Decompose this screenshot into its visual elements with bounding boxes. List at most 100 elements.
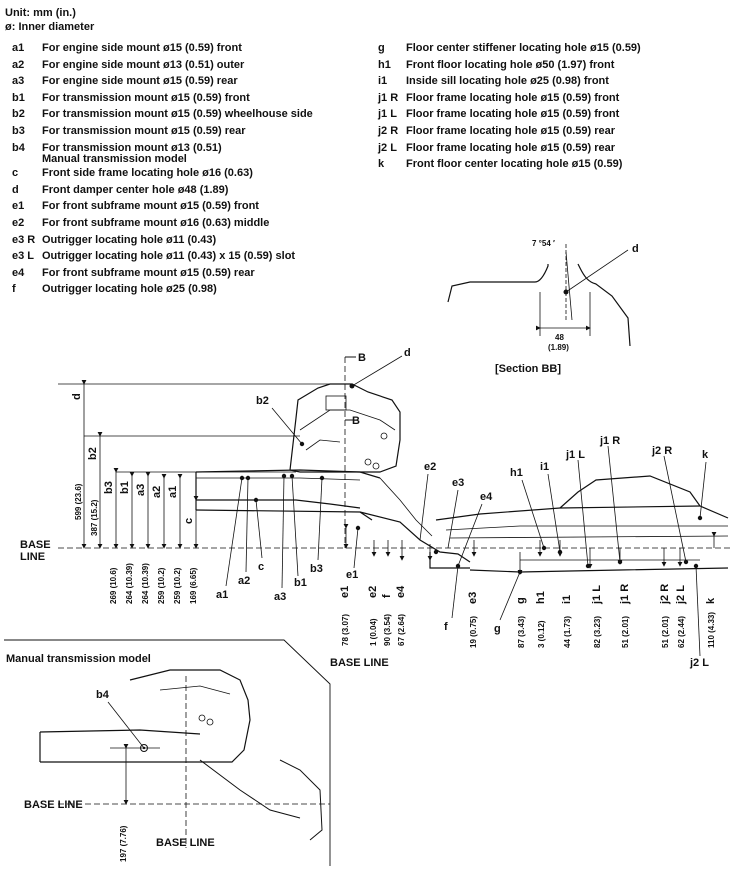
dimension-label: h1 xyxy=(535,591,547,604)
legend-code: a2 xyxy=(12,58,25,71)
dimension-label: j2 R xyxy=(659,584,671,605)
callout-label: b2 xyxy=(256,395,269,407)
legend-text: For front subframe mount ø15 (0.59) rear xyxy=(42,266,255,279)
dimension-label: 51 (2.01) xyxy=(621,616,630,648)
callout-label: a3 xyxy=(274,591,286,603)
legend-code: k xyxy=(378,158,385,171)
dimension-label: 82 (3.23) xyxy=(593,616,602,648)
dimension-label: b1 xyxy=(119,481,131,494)
legend-code: e3 L xyxy=(12,250,35,263)
legend-code: e1 xyxy=(12,200,25,213)
dimension-label: 1 (0.04) xyxy=(369,618,378,646)
callout-label: e1 xyxy=(346,569,358,581)
dimension-label: d xyxy=(71,393,83,400)
dimension-labels: 599 (23.6) 387 (15.2) d b2 b3 b1 a3 a2 a1 c 269 (1… xyxy=(71,393,717,648)
base-line-label-2: LINE xyxy=(20,551,45,563)
legend-code: h1 xyxy=(378,58,391,71)
section-width-mm: 48 xyxy=(555,333,564,342)
legend-code: j1 L xyxy=(378,108,397,121)
callout-label: f xyxy=(444,621,448,633)
legend-text: For transmission mount ø15 (0.59) wheelh… xyxy=(42,108,313,121)
legend-text: Front damper center hole ø48 (1.89) xyxy=(42,183,229,196)
legend-row: f Outrigger locating hole ø25 (0.98) xyxy=(12,281,313,298)
legend-text: Outrigger locating hole ø25 (0.98) xyxy=(42,283,217,296)
callout-label: k xyxy=(702,449,709,461)
callout-label: e2 xyxy=(424,461,436,473)
legend-text: Front floor locating hole ø50 (1.97) fro… xyxy=(406,58,615,71)
dimension-label: 169 (6.65) xyxy=(189,567,198,604)
manual-base-line-left: BASE LINE xyxy=(24,799,83,811)
dimension-label: 19 (0.75) xyxy=(469,616,478,648)
dimension-label: e2 xyxy=(367,586,379,598)
legend-text: Front floor center locating hole ø15 (0.… xyxy=(406,158,623,171)
legend-text: For front subframe mount ø16 (0.63) midd… xyxy=(42,216,270,229)
legend-code: a3 xyxy=(12,75,25,88)
dimension-label: 387 (15.2) xyxy=(90,499,99,536)
callout-label: a1 xyxy=(216,589,228,601)
legend-code: d xyxy=(12,183,19,196)
legend-code: b3 xyxy=(12,124,25,137)
dimension-label: e4 xyxy=(395,585,407,598)
legend-code: i1 xyxy=(378,75,388,88)
base-line-label-1: BASE xyxy=(20,539,51,551)
unit-header: Unit: mm (in.) ø: Inner diameter xyxy=(5,6,94,34)
inner-diameter-note: ø: Inner diameter xyxy=(5,21,95,33)
dimension-label: c xyxy=(183,518,195,524)
section-angle: 7 °54 ′ xyxy=(532,239,555,248)
dimension-label: a2 xyxy=(151,486,163,498)
callout-label: j1 L xyxy=(565,449,585,461)
dimension-label: a1 xyxy=(167,486,179,498)
legend-row: j1 R Floor frame locating hole ø15 (0.59)… xyxy=(378,90,641,107)
dimension-label: 269 (10.6) xyxy=(109,567,118,604)
legend-row: d Front damper center hole ø48 (1.89) xyxy=(12,182,313,199)
legend-code: j1 R xyxy=(378,91,399,104)
dimension-label: 599 (23.6) xyxy=(74,483,83,520)
dimension-label: k xyxy=(705,597,717,604)
dimension-label: a3 xyxy=(135,484,147,496)
callout-label: a2 xyxy=(238,575,250,587)
legend-code: e2 xyxy=(12,216,25,229)
dimension-label: 87 (3.43) xyxy=(517,616,526,648)
dimension-label: b3 xyxy=(103,481,115,494)
dimension-label: e1 xyxy=(339,586,351,598)
legend-text: For transmission mount ø15 (0.59) front xyxy=(42,91,250,104)
legend-code: f xyxy=(12,283,16,296)
dimension-label: j1 L xyxy=(591,585,603,605)
legend-text: Outrigger locating hole ø11 (0.43) xyxy=(42,233,217,246)
legend-code: c xyxy=(12,167,19,180)
dimension-label: 259 (10.2) xyxy=(173,567,182,604)
callout-label: h1 xyxy=(510,467,523,479)
legend-text: Floor frame locating hole ø15 (0.59) fro… xyxy=(406,108,620,121)
legend-text: Floor frame locating hole ø15 (0.59) rea… xyxy=(406,141,616,154)
dimension-label: i1 xyxy=(561,595,573,604)
legend-code: b2 xyxy=(12,108,25,121)
legend-text: For engine side mount ø13 (0.51) outer xyxy=(42,58,245,71)
legend-code: a1 xyxy=(12,42,25,54)
legend-row: k Front floor center locating hole ø15 (0… xyxy=(378,156,641,173)
dimension-label: 259 (10.2) xyxy=(157,567,166,604)
callout-label: c xyxy=(258,561,264,573)
dimension-label: 62 (2.44) xyxy=(677,616,686,648)
callout-label: d xyxy=(404,347,411,359)
manual-title: Manual transmission model xyxy=(6,653,151,665)
section-title: [Section BB] xyxy=(495,363,561,375)
legend-text: Floor frame locating hole ø15 (0.59) rea… xyxy=(406,124,616,137)
callout-label: b1 xyxy=(294,577,307,589)
legend-text: Floor frame locating hole ø15 (0.59) fro… xyxy=(406,91,620,104)
dimension-label: e3 xyxy=(467,592,479,604)
dimension-label: 264 (10.39) xyxy=(125,563,134,604)
dimension-label: 78 (3.07) xyxy=(341,614,350,646)
legend-text: For transmission mount ø13 (0.51) xyxy=(42,141,222,154)
